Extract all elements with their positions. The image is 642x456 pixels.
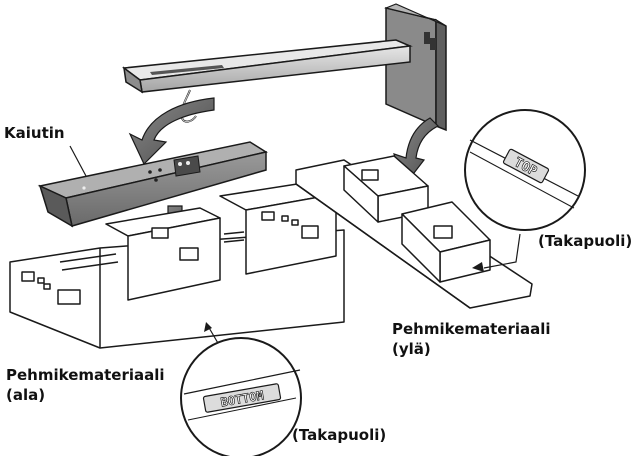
- magnifier-edge-line: [469, 151, 575, 209]
- cushion-cutout: [179, 247, 199, 261]
- cushion-bottom-block-side: [127, 217, 221, 301]
- speaker-leader: [69, 145, 87, 177]
- magnifier-bottom: BOTTOM: [180, 337, 302, 456]
- cushion-groove: [61, 261, 119, 271]
- label-cushion-bottom-line1: Pehmikemateriaali: [6, 366, 165, 384]
- cushion-groove: [223, 239, 245, 243]
- cushion-cutout: [361, 169, 379, 181]
- label-back-side-top: (Takapuoli): [538, 232, 632, 250]
- label-back-side-bottom: (Takapuoli): [292, 426, 386, 444]
- cushion-top-block-end: [401, 213, 441, 283]
- bracket-wall-plate: [385, 7, 437, 128]
- speaker-connector-panel: [173, 155, 201, 177]
- magnifier-edge-line: [183, 369, 301, 395]
- label-speaker: Kaiutin: [4, 124, 65, 142]
- cushion-cutout: [37, 277, 45, 284]
- bracket-hole: [424, 32, 430, 44]
- cushion-cutout: [43, 283, 51, 290]
- bracket-plate-top: [384, 3, 447, 27]
- speaker-screw: [148, 170, 152, 174]
- cushion-cutout: [281, 215, 289, 222]
- label-cushion-top-line2: (ylä): [392, 340, 431, 358]
- cushion-cutout: [151, 227, 169, 239]
- magnifier-edge-line: [187, 397, 297, 421]
- cushion-top-block-end: [343, 165, 379, 223]
- bracket-arm-end: [123, 66, 144, 94]
- label-cushion-top-line1: Pehmikemateriaali: [392, 320, 551, 338]
- cushion-cutout: [57, 289, 81, 305]
- leader-arrowhead: [472, 262, 484, 272]
- cushion-cutout: [433, 225, 453, 239]
- speaker-screw: [158, 168, 162, 172]
- magnifier-top: TOP: [464, 109, 586, 231]
- bracket-plate-edge: [435, 18, 447, 132]
- speaker-jack: [178, 162, 182, 166]
- cushion-groove: [59, 253, 117, 263]
- cushion-cutout: [301, 225, 319, 239]
- speaker-end: [38, 184, 74, 228]
- label-cushion-bottom-line2: (ala): [6, 386, 45, 404]
- cushion-top-edge: [295, 183, 471, 309]
- bracket-hole: [430, 38, 436, 50]
- speaker-screw: [154, 178, 158, 182]
- speaker-jack: [186, 161, 190, 165]
- cushion-cutout: [291, 219, 299, 226]
- speaker-unit: [37, 141, 268, 228]
- leader-arrowhead: [204, 322, 212, 332]
- bracket-arm-slot: [150, 65, 224, 75]
- cushion-bottom: [9, 181, 345, 349]
- cushion-groove: [223, 231, 245, 235]
- speaker-led: [82, 186, 86, 190]
- cushion-cutout: [21, 271, 35, 282]
- stamp-plate: [202, 383, 282, 413]
- back-side-top-leader: [483, 233, 521, 269]
- cushion-cutout: [261, 211, 275, 221]
- wall-bracket: [122, 3, 447, 132]
- cushion-top: [295, 155, 533, 309]
- stamp-plate: [502, 148, 550, 184]
